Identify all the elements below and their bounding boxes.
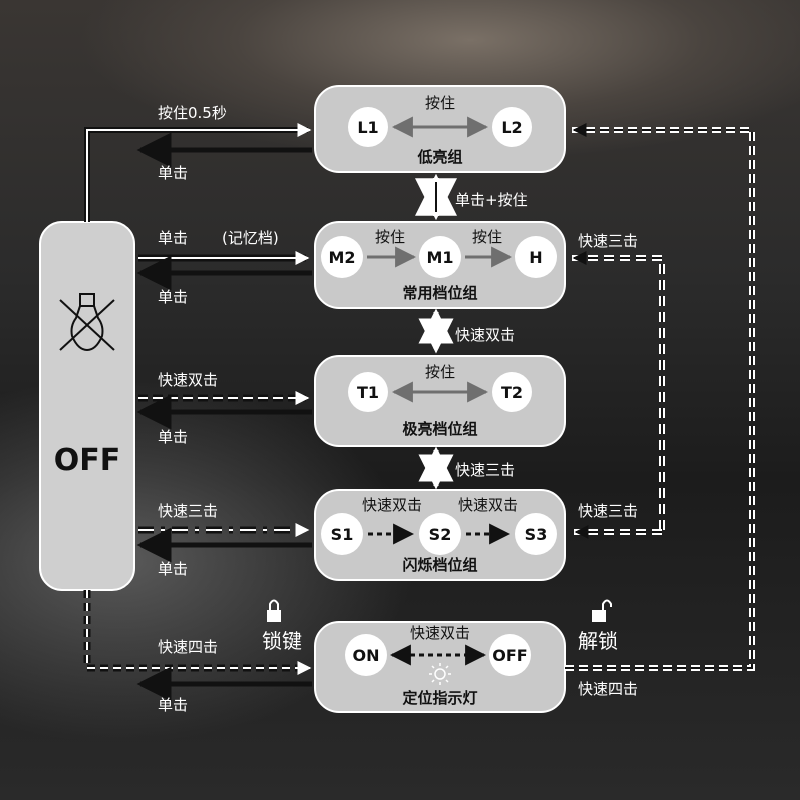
node-t2-label: T2 [501, 383, 523, 402]
group-locator-title: 定位指示灯 [402, 689, 477, 707]
edge-common-extreme-label: 快速双击 [455, 326, 515, 344]
edge-from-locator-label: 单击 [158, 696, 188, 714]
edge-right-to-common [572, 258, 662, 530]
node-s3-label: S3 [525, 525, 548, 544]
edge-to-flash-label: 快速三击 [158, 502, 218, 520]
edge-extreme-flash-label: 快速三击 [455, 461, 515, 479]
node-off-label: OFF [492, 646, 527, 665]
group-extreme-title: 极亮档位组 [402, 420, 477, 438]
edge-to-common-label: 单击 [158, 229, 188, 247]
node-t1-label: T1 [357, 383, 379, 402]
node-l1-label: L1 [357, 118, 378, 137]
off-panel: OFF [40, 222, 134, 590]
lock-label: 锁键 [262, 629, 302, 653]
edge-from-flash-label: 单击 [158, 560, 188, 578]
node-m1-label: M1 [426, 248, 453, 267]
common-inner-label-2: 按住 [472, 228, 502, 246]
edge-right-to-common-label: 快速三击 [578, 232, 638, 250]
edge-low-common-label: 单击+按住 [455, 191, 528, 209]
edge-from-extreme-label: 单击 [158, 428, 188, 446]
node-h-label: H [529, 248, 542, 267]
edge-right-bottom-label: 快速四击 [578, 680, 638, 698]
unlock-icon [592, 601, 611, 623]
group-common-title: 常用档位组 [402, 284, 477, 302]
low-inner-label: 按住 [425, 94, 455, 112]
flash-inner-label-2: 快速双击 [458, 496, 518, 514]
group-low-title: 低亮组 [416, 148, 462, 166]
unlock-label: 解锁 [578, 629, 618, 653]
edge-to-extreme-label: 快速双击 [158, 371, 218, 389]
group-flash: S1 S2 S3 快速双击 快速双击 闪烁档位组 [315, 490, 565, 580]
flash-inner-label-1: 快速双击 [362, 496, 422, 514]
group-extreme: T1 T2 按住 极亮档位组 [315, 356, 565, 446]
node-on-label: ON [353, 646, 380, 665]
group-locator: ON OFF 快速双击 定位指示灯 [315, 622, 565, 712]
node-m2-label: M2 [328, 248, 355, 267]
node-l2-label: L2 [501, 118, 522, 137]
edge-from-common-label: 单击 [158, 288, 188, 306]
edge-to-common-note: (记忆档) [222, 229, 279, 247]
edge-from-low-label: 单击 [158, 164, 188, 182]
locator-inner-label: 快速双击 [410, 624, 470, 642]
edge-to-low-label: 按住0.5秒 [158, 104, 227, 122]
node-s2-label: S2 [429, 525, 452, 544]
edge-right-to-flash-label: 快速三击 [578, 502, 638, 520]
group-low: L1 L2 按住 低亮组 [315, 86, 565, 172]
node-s1-label: S1 [331, 525, 354, 544]
group-flash-title: 闪烁档位组 [402, 556, 477, 574]
common-inner-label-1: 按住 [375, 228, 405, 246]
edge-to-low [87, 130, 310, 222]
group-common: M2 M1 H 按住 按住 常用档位组 [315, 222, 565, 308]
edge-to-locator-label: 快速四击 [158, 638, 218, 656]
off-label: OFF [54, 443, 121, 478]
extreme-inner-label: 按住 [425, 363, 455, 381]
off-panel-box [40, 222, 134, 590]
edge-right-loop-low [565, 130, 752, 668]
lock-icon [267, 601, 281, 623]
